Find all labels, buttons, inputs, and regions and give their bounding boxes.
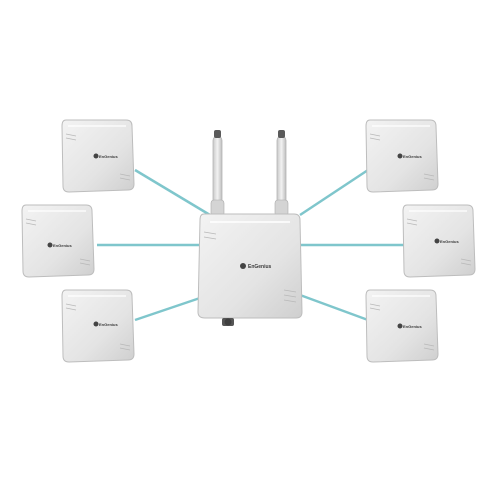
hub-device: EnGenius	[197, 213, 303, 326]
node-logo-icon	[397, 153, 403, 159]
link-lines	[97, 168, 405, 322]
node-logo-text: EnGenius	[99, 322, 118, 327]
node-top-right: EnGenius	[365, 119, 439, 193]
antenna-left-icon	[210, 130, 225, 221]
node-logo-icon	[434, 238, 440, 244]
node-logo-icon	[93, 321, 99, 327]
node-logo-icon	[47, 242, 53, 248]
node-logo-icon	[397, 323, 403, 329]
node-logo-text: EnGenius	[403, 324, 422, 329]
node-logo-text: EnGenius	[403, 154, 422, 159]
node-middle-right: EnGenius	[402, 204, 476, 278]
link-top-right	[299, 168, 369, 217]
node-middle-left: EnGenius	[21, 204, 95, 278]
link-bottom-left	[134, 296, 201, 322]
hub-logo-text: EnGenius	[248, 264, 272, 270]
node-bottom-right: EnGenius	[365, 289, 439, 363]
hub-logo-icon	[240, 263, 246, 269]
antenna-right-icon	[274, 130, 289, 221]
node-bottom-left: EnGenius	[61, 289, 135, 363]
link-bottom-right	[299, 293, 369, 322]
node-logo-text: EnGenius	[99, 154, 118, 159]
node-top-left: EnGenius	[61, 119, 135, 193]
link-top-left	[134, 168, 211, 217]
node-logo-text: EnGenius	[53, 243, 72, 248]
node-logo-icon	[93, 153, 99, 159]
node-logo-text: EnGenius	[440, 239, 459, 244]
